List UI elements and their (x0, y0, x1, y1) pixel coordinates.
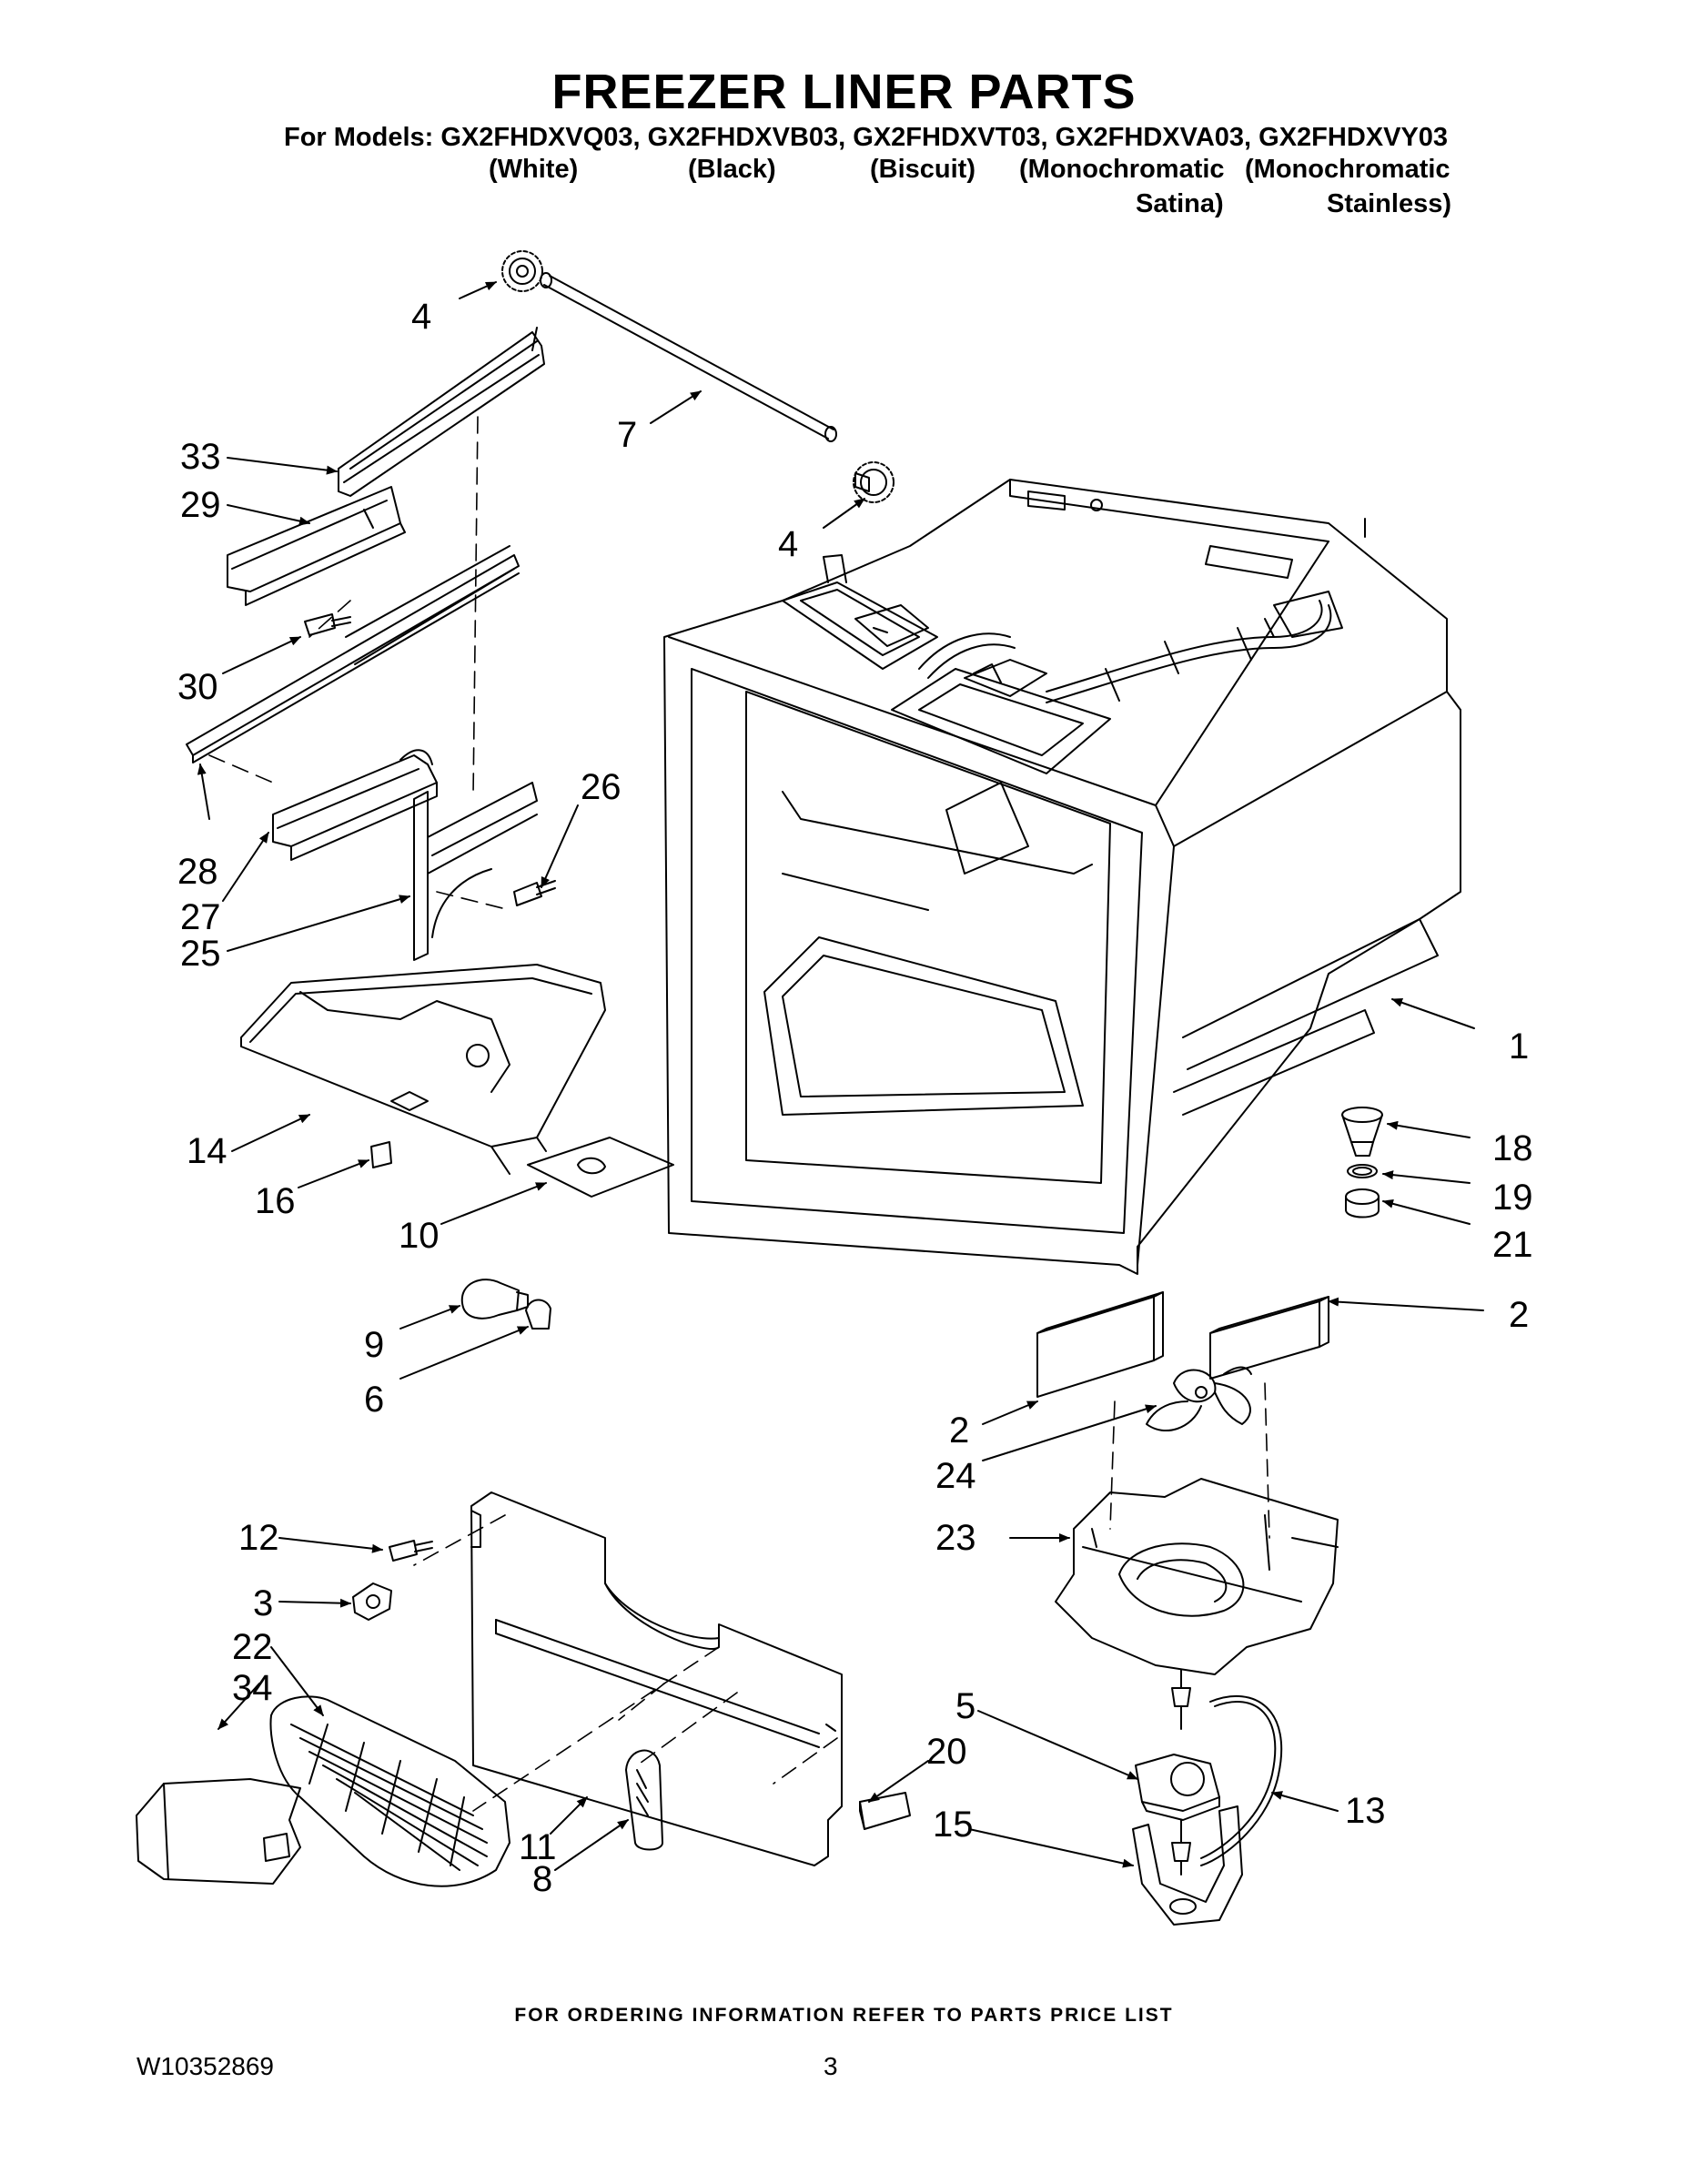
clip-3 (352, 1582, 392, 1621)
callout-5: 5 (955, 1686, 976, 1726)
callout-12: 12 (238, 1518, 279, 1558)
callout-1: 1 (1509, 1026, 1530, 1067)
label-10 (527, 1137, 674, 1198)
o-ring-19 (1347, 1164, 1378, 1178)
callout-2-right: 2 (1509, 1295, 1530, 1335)
callout-26: 26 (581, 767, 622, 807)
callout-15: 15 (933, 1805, 974, 1845)
slide-bracket-29 (227, 486, 406, 606)
color-monochromatic-stainless-line2: Stainless) (1327, 189, 1451, 218)
callout-25: 25 (180, 934, 221, 974)
callout-9: 9 (364, 1325, 385, 1365)
callout-19: 19 (1492, 1178, 1533, 1218)
callout-18: 18 (1492, 1128, 1533, 1168)
ordering-note: FOR ORDERING INFORMATION REFER TO PARTS … (514, 2005, 1174, 2026)
callout-23: 23 (935, 1518, 976, 1558)
callout-7: 7 (617, 415, 638, 455)
callout-33: 33 (180, 437, 221, 477)
callout-3: 3 (253, 1583, 274, 1623)
socket-6 (525, 1299, 551, 1330)
callout-30: 30 (177, 667, 218, 707)
slide-rail-28 (186, 545, 520, 763)
connecting-rod (540, 272, 837, 442)
color-monochromatic-satina-line2: Satina) (1136, 189, 1224, 218)
callout-8: 8 (532, 1859, 553, 1899)
fan-shroud-23 (1055, 1478, 1339, 1675)
motor-shaft (1171, 1669, 1191, 1730)
callout-14: 14 (187, 1131, 227, 1171)
screw-12 (389, 1540, 433, 1562)
rear-panel-11 (470, 1491, 843, 1866)
freezer-liner (663, 479, 1461, 1275)
bulb-9 (460, 1279, 529, 1320)
color-biscuit: (Biscuit) (870, 155, 975, 184)
color-white: (White) (489, 155, 579, 184)
callout-11: 11 (519, 1827, 557, 1867)
callout-13: 13 (1345, 1791, 1386, 1831)
callout-28: 28 (177, 852, 218, 892)
gear-bottom (853, 461, 895, 503)
bracket-25 (413, 782, 538, 961)
callout-29: 29 (180, 485, 221, 525)
foam-strip-20 (859, 1792, 911, 1830)
foam-block-left (1036, 1291, 1164, 1398)
cover-34 (136, 1778, 301, 1885)
callout-27: 27 (180, 897, 221, 937)
models-line: For Models: GX2FHDXVQ03, GX2FHDXVB03, GX… (284, 123, 1449, 152)
slide-bracket-27 (272, 749, 438, 861)
motor-bracket-15 (1132, 1805, 1243, 1926)
foam-block-right (1209, 1296, 1329, 1380)
slide-rail-33 (338, 327, 545, 497)
wire-harness-13 (1200, 1694, 1283, 1866)
grille-insert-8 (625, 1749, 663, 1851)
page-title: FREEZER LINER PARTS (551, 65, 1137, 119)
washer-21 (1345, 1188, 1380, 1218)
color-black: (Black) (688, 155, 776, 184)
callout-4-bottom: 4 (778, 524, 799, 564)
color-monochromatic-stainless: (Monochromatic (1245, 155, 1450, 184)
fan-motor-5 (1135, 1754, 1220, 1876)
callout-34: 34 (232, 1668, 273, 1708)
callout-21: 21 (1492, 1225, 1533, 1265)
screw-30 (304, 613, 351, 636)
light-housing-14 (240, 964, 606, 1175)
switch-16 (370, 1141, 392, 1168)
callout-20: 20 (926, 1732, 967, 1772)
fan-blade-24 (1146, 1366, 1252, 1432)
screw-26 (513, 880, 556, 906)
callout-24: 24 (935, 1456, 976, 1496)
callout-10: 10 (399, 1216, 440, 1256)
drain-fitting-18 (1341, 1107, 1383, 1157)
color-monochromatic-satina: (Monochromatic (1019, 155, 1225, 184)
page-number: 3 (824, 2052, 838, 2080)
callout-2-left: 2 (949, 1410, 970, 1451)
callout-16: 16 (255, 1181, 296, 1221)
gear-top (501, 250, 543, 292)
callout-6: 6 (364, 1380, 385, 1420)
callout-4-top: 4 (411, 297, 432, 337)
document-number: W10352869 (136, 2052, 275, 2080)
callout-22: 22 (232, 1627, 273, 1667)
